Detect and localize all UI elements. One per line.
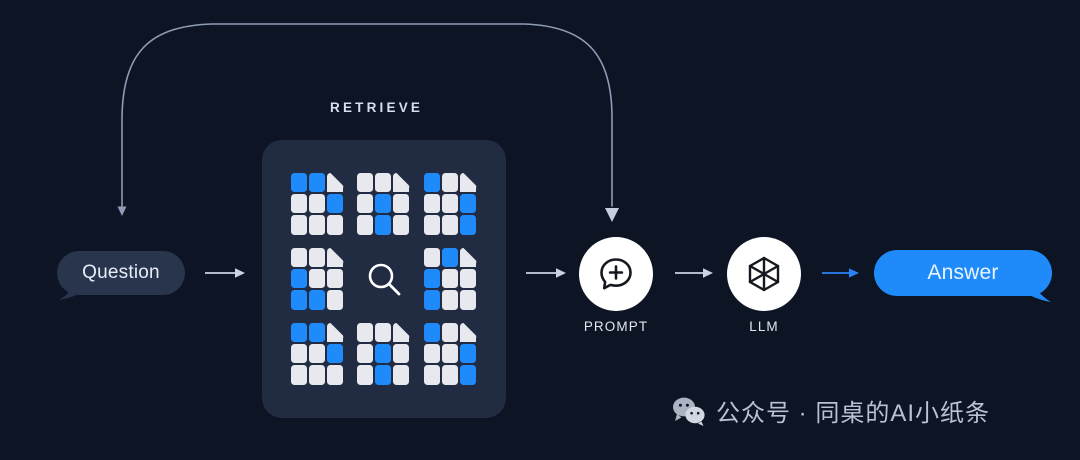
question-bubble-tail xyxy=(59,279,85,301)
document-icon-5[interactable] xyxy=(423,247,478,311)
watermark: 公众号 · 同桌的AI小纸条 xyxy=(672,393,990,428)
arrow-llm-to-answer xyxy=(822,266,862,280)
arrow-documents-to-prompt xyxy=(526,266,568,280)
document-icon-3[interactable] xyxy=(423,172,478,236)
watermark-text: 公众号 · 同桌的AI小纸条 xyxy=(716,400,991,427)
document-icon-6[interactable] xyxy=(290,322,345,386)
document-icon-8[interactable] xyxy=(423,322,478,386)
llm-node-disc xyxy=(727,237,801,311)
prompt-node[interactable]: PROMPT xyxy=(579,237,653,334)
prompt-node-label: PROMPT xyxy=(583,319,649,334)
search-slot xyxy=(363,258,405,300)
retrieve-documents-panel xyxy=(262,140,506,418)
answer-bubble-tail xyxy=(1023,279,1051,303)
llm-node-label: LLM xyxy=(749,319,779,334)
answer-bubble[interactable]: Answer xyxy=(874,250,1052,302)
document-icon-1[interactable] xyxy=(290,172,345,236)
prompt-node-disc xyxy=(579,237,653,311)
documents-grid xyxy=(262,140,506,418)
document-icon-7[interactable] xyxy=(356,322,411,386)
wechat-icon xyxy=(673,397,705,426)
document-icon-2[interactable] xyxy=(356,172,411,236)
arrow-prompt-to-llm xyxy=(675,266,715,280)
arrow-question-to-documents xyxy=(205,266,247,280)
answer-label: Answer xyxy=(927,261,999,284)
chat-bubble-plus-icon xyxy=(600,258,632,290)
retrieve-label: RETRIEVE xyxy=(330,100,424,115)
llm-node[interactable]: LLM xyxy=(727,237,801,334)
document-icon-4[interactable] xyxy=(290,247,345,311)
magnifier-icon[interactable] xyxy=(363,258,405,300)
hex-cube-icon xyxy=(748,256,780,292)
question-bubble[interactable]: Question xyxy=(57,251,185,300)
question-label: Question xyxy=(82,262,160,283)
